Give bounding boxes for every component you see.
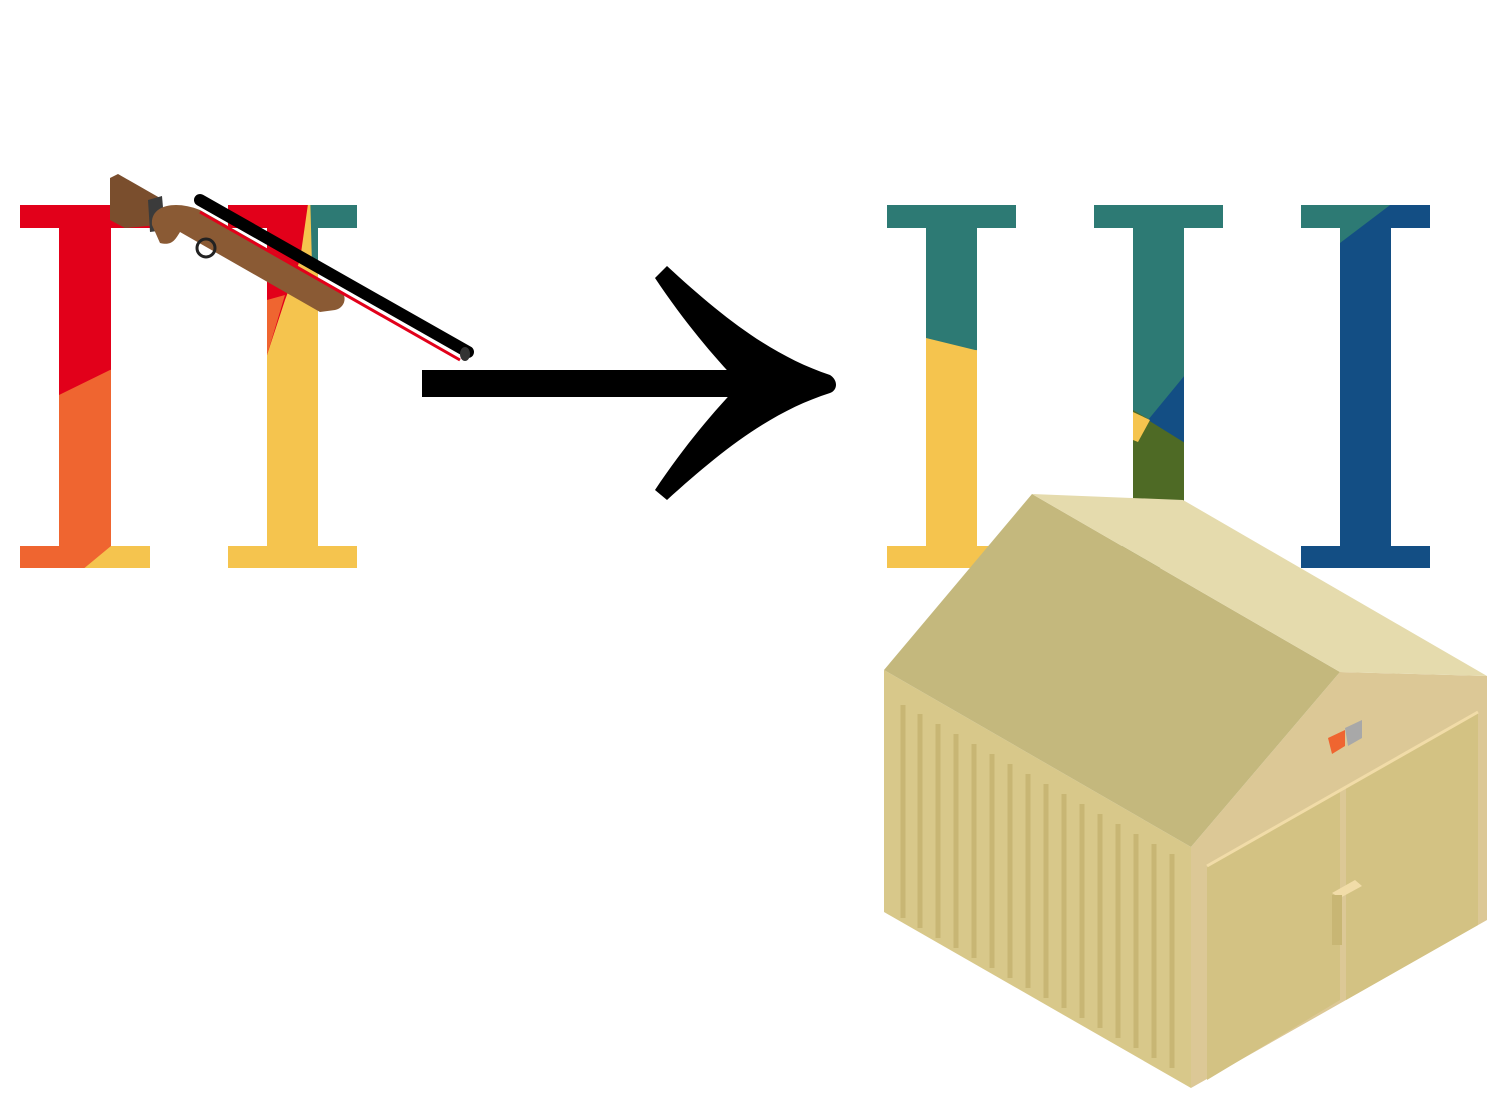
roman-numeral-two-icon: [20, 205, 357, 568]
arrow-right-icon: [422, 266, 836, 500]
numeral-stroke-3: [1301, 205, 1430, 568]
numeral-stroke-1: [20, 205, 150, 568]
shotgun-icon: [110, 174, 474, 362]
storage-shed-icon: [884, 494, 1487, 1088]
